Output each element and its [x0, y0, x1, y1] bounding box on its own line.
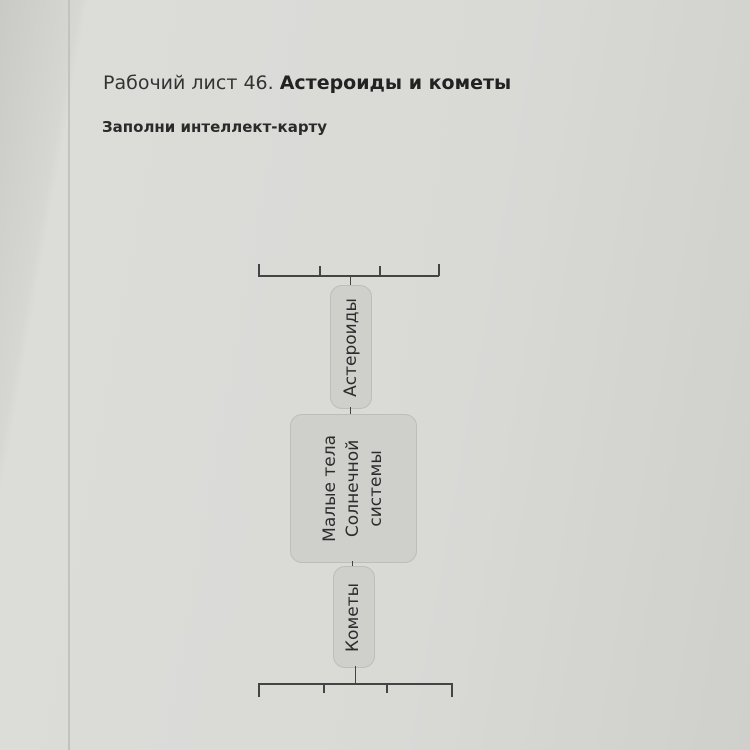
center-line-2: Солнечной: [343, 439, 364, 538]
page-edge: [68, 0, 70, 750]
worksheet-title: Рабочий лист 46. Астероиды и кометы: [103, 72, 511, 94]
center-line-1: Малые тела: [320, 435, 341, 542]
branch-comets: Кометы: [333, 566, 375, 668]
title-prefix: Рабочий лист 46.: [103, 72, 274, 94]
center-node: Малые тела Солнечной системы: [290, 414, 417, 563]
title-topic: Астероиды и кометы: [279, 72, 512, 94]
branch-asteroids: Астероиды: [330, 285, 372, 409]
branch-comets-label: Кометы: [343, 582, 364, 652]
center-line-3: системы: [365, 450, 386, 527]
branch-asteroids-label: Астероиды: [340, 297, 361, 397]
task-instruction: Заполни интеллект-карту: [102, 118, 328, 136]
